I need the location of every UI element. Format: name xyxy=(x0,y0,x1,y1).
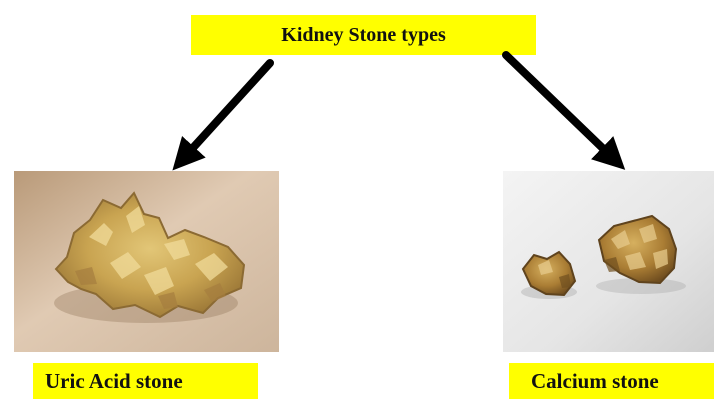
right-arrow xyxy=(506,55,616,161)
uric-acid-stone-label-text: Uric Acid stone xyxy=(45,369,183,394)
diagram-title-text: Kidney Stone types xyxy=(281,24,445,47)
diagram-title: Kidney Stone types xyxy=(191,15,536,55)
uric-acid-stone-label: Uric Acid stone xyxy=(33,363,258,399)
calcium-stone-label-text: Calcium stone xyxy=(531,369,659,394)
left-arrow xyxy=(181,63,270,161)
calcium-stone-label: Calcium stone xyxy=(509,363,714,399)
uric-acid-stone-photo xyxy=(14,171,279,352)
calcium-stone-photo xyxy=(503,171,714,352)
